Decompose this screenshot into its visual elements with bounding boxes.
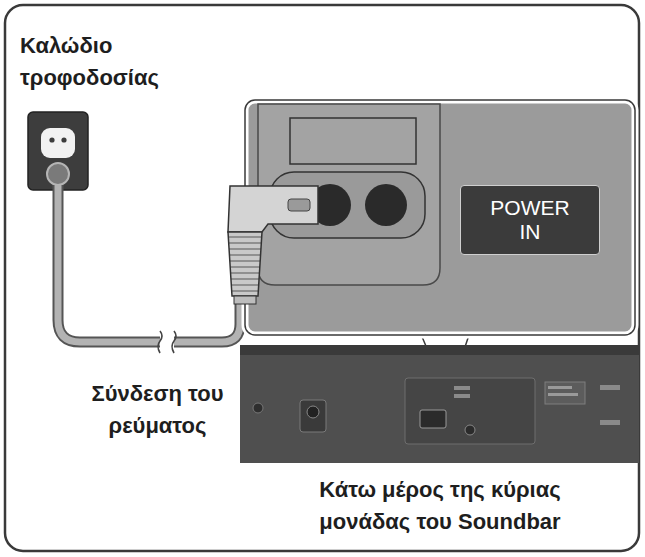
power-plug xyxy=(228,186,318,304)
power-cable xyxy=(58,185,240,353)
caption-text: Κάτω μέρος της κύριας μονάδας του Soundb… xyxy=(280,474,600,538)
port-label: POWER IN xyxy=(460,185,600,255)
frame xyxy=(5,5,639,551)
port-text: POWER IN xyxy=(489,196,571,244)
caption-text: Καλώδιο τροφοδοσίας xyxy=(20,30,180,94)
caption-text: Σύνδεση του ρεύματος xyxy=(70,378,245,442)
wall-outlet xyxy=(28,112,88,190)
soundbar-bottom xyxy=(240,345,639,463)
